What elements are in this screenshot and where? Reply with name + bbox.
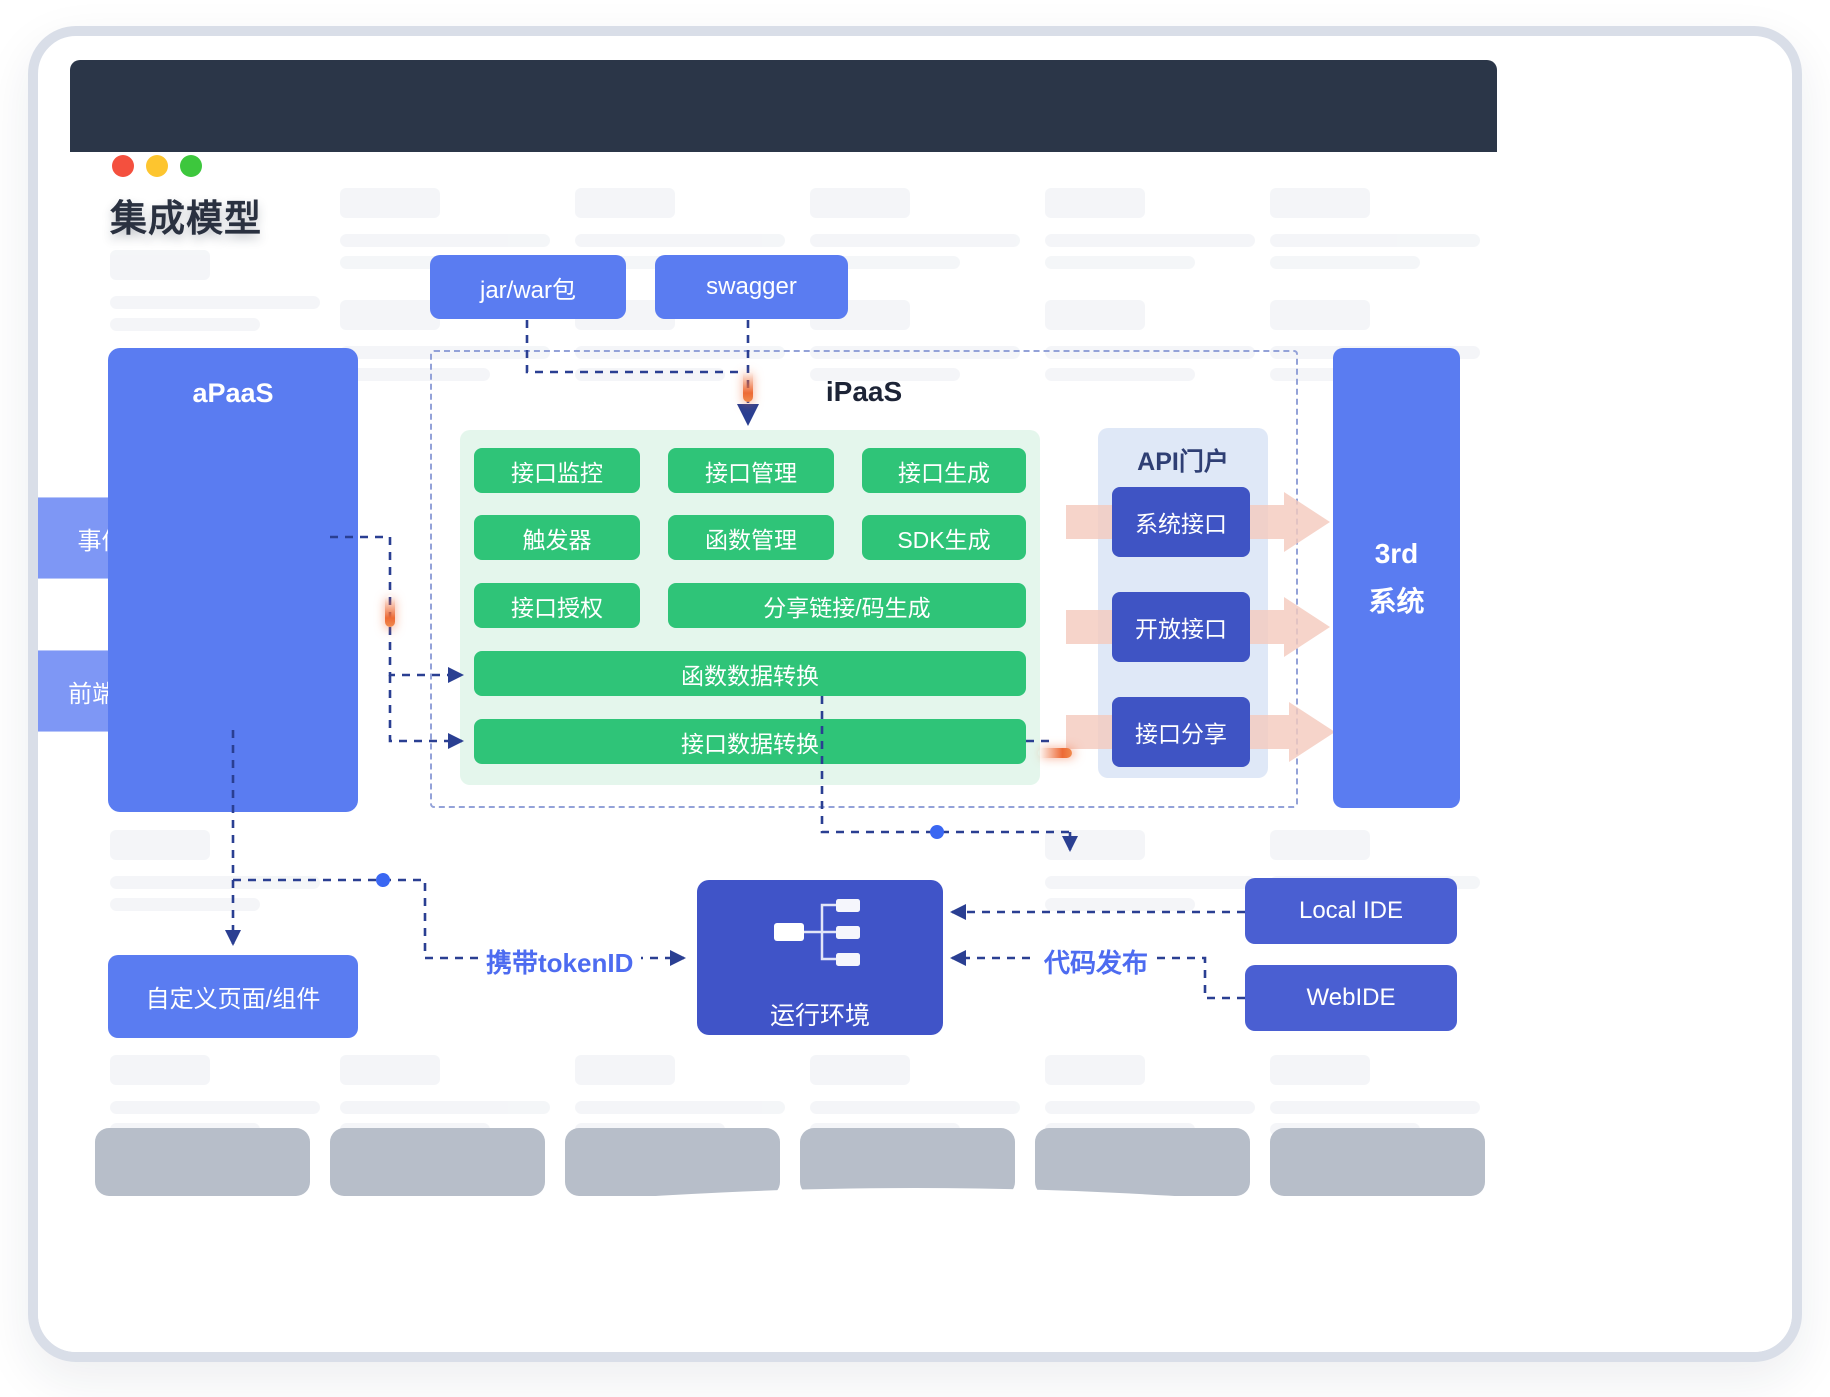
portal-open-api: 开放接口 <box>1112 592 1250 662</box>
capability-sdk-generation: SDK生成 <box>862 515 1026 560</box>
skeleton-placeholder <box>340 1055 550 1136</box>
node-swagger: swagger <box>655 255 848 319</box>
node-web-ide: WebIDE <box>1245 965 1457 1031</box>
window-zoom-dot <box>180 155 202 177</box>
window-minimize-dot <box>146 155 168 177</box>
footer-skeleton-block <box>330 1128 545 1196</box>
api-portal-title: API门户 <box>1137 448 1229 476</box>
node-runtime-environment <box>697 880 943 1035</box>
flow-comet-api-share <box>1038 748 1072 758</box>
browser-window: 集成模型 jar/war包 swagger aPaaS 事件调用 前端ifram… <box>28 26 1802 1362</box>
ipaas-title: iPaaS <box>825 376 903 407</box>
diagram-title: 集成模型 <box>110 198 262 239</box>
skeleton-placeholder <box>1270 188 1480 269</box>
capability-function-management: 函数管理 <box>668 515 834 560</box>
browser-titlebar <box>70 60 1497 177</box>
portal-flow-arrows <box>1066 492 1335 762</box>
skeleton-placeholder <box>810 300 1020 381</box>
portal-api-share: 接口分享 <box>1112 697 1250 767</box>
skeleton-placeholder <box>1045 830 1255 911</box>
third-system-label: 3rd 系统 <box>1368 538 1425 617</box>
apaas-title: aPaaS <box>192 378 274 408</box>
footer-skeleton-row <box>38 1128 1792 1208</box>
capability-api-monitoring: 接口监控 <box>474 448 640 493</box>
flow-comet-swagger <box>743 370 753 402</box>
footer-skeleton-block <box>565 1128 780 1196</box>
skeleton-placeholder <box>110 830 320 911</box>
runtime-label: 运行环境 <box>769 1002 870 1030</box>
footer-skeleton-block <box>1270 1128 1485 1196</box>
footer-skeleton-block <box>95 1128 310 1196</box>
capability-api-generation: 接口生成 <box>862 448 1026 493</box>
node-custom-page-component: 自定义页面/组件 <box>108 955 358 1038</box>
workflow-icon <box>774 899 860 966</box>
capability-api-management: 接口管理 <box>668 448 834 493</box>
skeleton-placeholder <box>110 250 320 331</box>
skeleton-placeholder <box>340 300 550 381</box>
capability-function-data-transform: 函数数据转换 <box>474 651 1026 696</box>
window-content: 集成模型 jar/war包 swagger aPaaS 事件调用 前端ifram… <box>38 36 1792 1352</box>
node-jar-war-package: jar/war包 <box>430 255 626 319</box>
flow-comet-event-call <box>385 595 395 627</box>
skeleton-placeholder <box>1045 300 1255 381</box>
skeleton-placeholder <box>1045 188 1255 269</box>
window-close-dot <box>112 155 134 177</box>
portal-system-api: 系统接口 <box>1112 487 1250 557</box>
edge-label-publish: 代码发布 <box>1036 941 1157 982</box>
node-third-system: 3rd 系统 <box>1333 348 1460 808</box>
capability-share-link-generation: 分享链接/码生成 <box>668 583 1026 628</box>
node-local-ide: Local IDE <box>1245 878 1457 944</box>
edge-label-token: 携带tokenID <box>478 941 642 982</box>
footer-skeleton-block <box>800 1128 1015 1196</box>
capability-trigger: 触发器 <box>474 515 640 560</box>
footer-skeleton-block <box>1035 1128 1250 1196</box>
capability-api-authorization: 接口授权 <box>474 583 640 628</box>
